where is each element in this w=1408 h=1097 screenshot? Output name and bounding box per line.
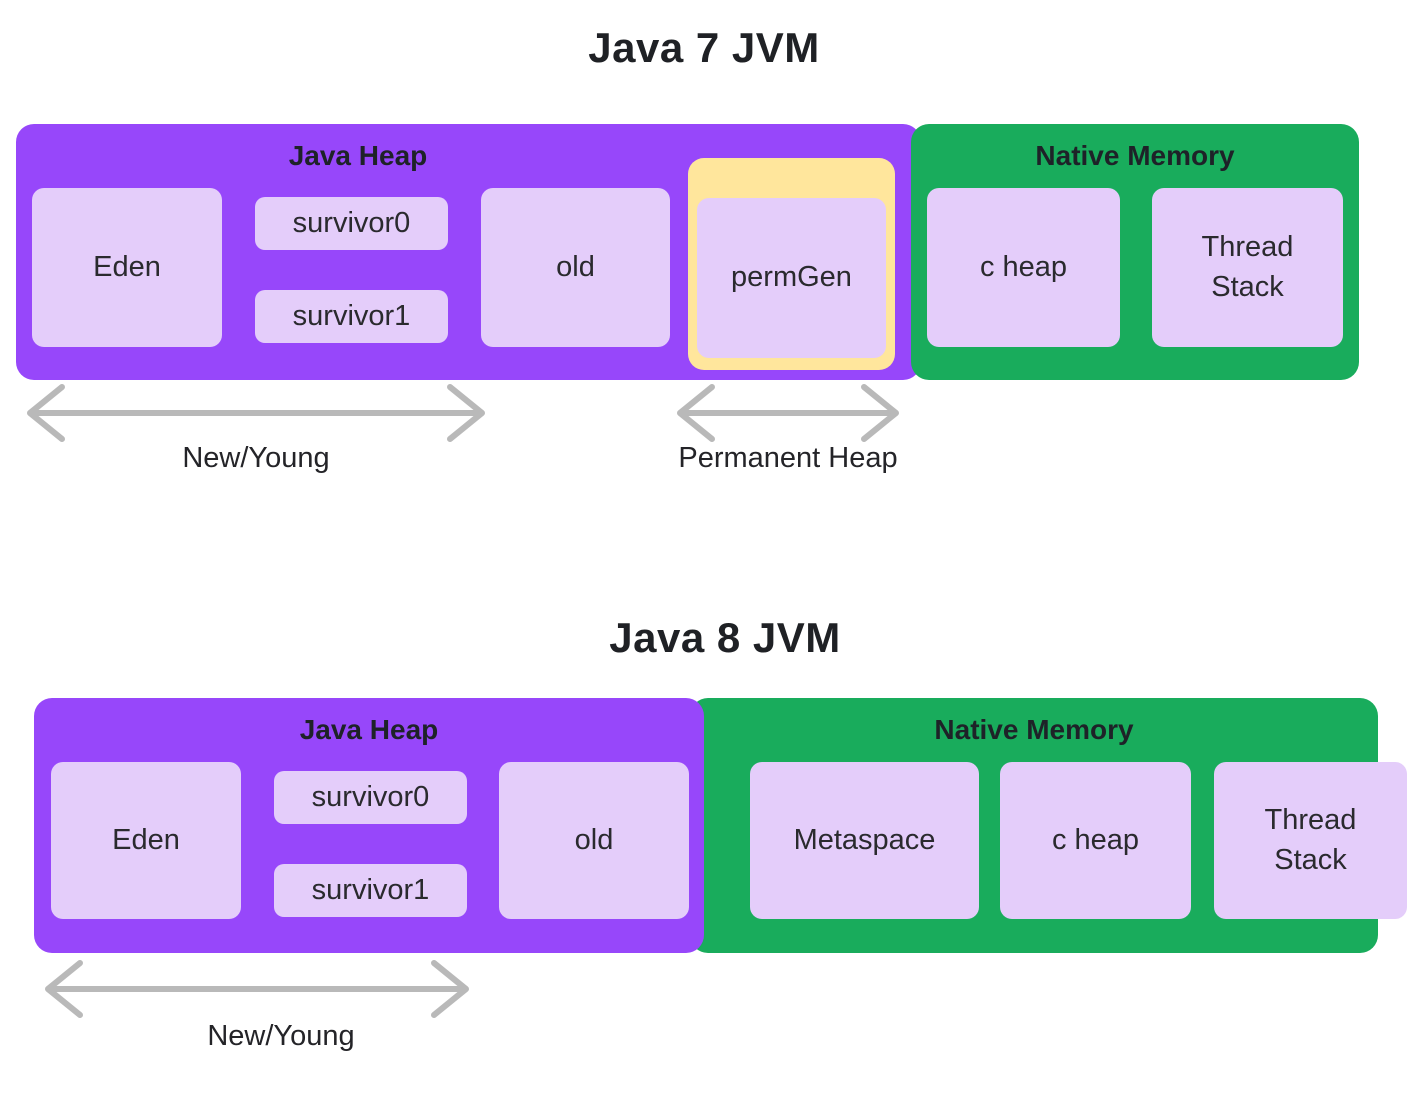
java8-old-box: old [499,762,689,919]
java7-eden-label: Eden [93,250,161,283]
java8-row: Native Memory Metaspace c heap Thread St… [34,698,1407,953]
java7-cheap-box: c heap [927,188,1120,347]
java8-cheap-label: c heap [1051,823,1140,856]
java7-eden-box: Eden [32,188,222,347]
java8-title: Java 8 JVM [609,614,841,661]
java7-old-label: old [556,250,595,283]
java8-cheap-box: c heap [1000,762,1191,919]
java8-new-young-label: New/Young [207,1020,355,1052]
java8-thread-stack-box: Thread Stack [1214,762,1407,919]
java7-survivor0-label: survivor0 [292,206,411,239]
java8-survivor0-box: survivor0 [274,771,467,824]
java7-thread-stack-box: Thread Stack [1152,188,1343,347]
java8-thread-stack-label: Thread Stack [1264,804,1357,876]
java7-thread-stack-label: Thread Stack [1201,231,1294,303]
java7-native-label: Native Memory [1035,140,1235,171]
java7-survivor1-label: survivor1 [292,299,411,332]
java7-cheap-label: c heap [979,250,1068,283]
java7-heap-label: Java Heap [288,140,428,171]
java8-survivor0-label: survivor0 [311,780,430,813]
java8-old-label: old [574,823,614,856]
java7-permgen-box: permGen [697,198,886,358]
java8-native-container: Native Memory Metaspace c heap Thread St… [690,698,1407,953]
java7-native-container: Native Memory c heap Thread Stack [911,124,1359,380]
java8-metaspace-box: Metaspace [750,762,979,919]
java7-permgen-label: permGen [731,261,852,294]
java8-eden-label: Eden [112,823,180,856]
java7-permgen-container: permGen [688,158,895,370]
java8-eden-box: Eden [51,762,241,919]
java7-permanent-heap-double-arrow-icon [677,384,899,442]
java8-metaspace-label: Metaspace [793,823,936,856]
java7-survivor0-box: survivor0 [255,197,448,250]
java7-old-box: old [481,188,670,347]
java8-new-young-double-arrow-icon [45,960,469,1018]
java8-native-label: Native Memory [934,714,1134,745]
java7-title: Java 7 JVM [588,24,820,71]
java7-new-young-label: New/Young [182,442,330,474]
java8-survivor1-box: survivor1 [274,864,467,917]
java7-new-young-double-arrow-icon [27,384,485,442]
java7-survivor1-box: survivor1 [255,290,448,343]
java8-heap-label: Java Heap [299,714,439,745]
java8-survivor1-label: survivor1 [311,873,430,906]
java8-heap-container: Java Heap Eden survivor0 survivor1 old [34,698,704,953]
java7-row: Java Heap Eden survivor0 survivor1 old p… [16,124,1359,380]
java7-permanent-heap-label: Permanent Heap [678,442,898,474]
